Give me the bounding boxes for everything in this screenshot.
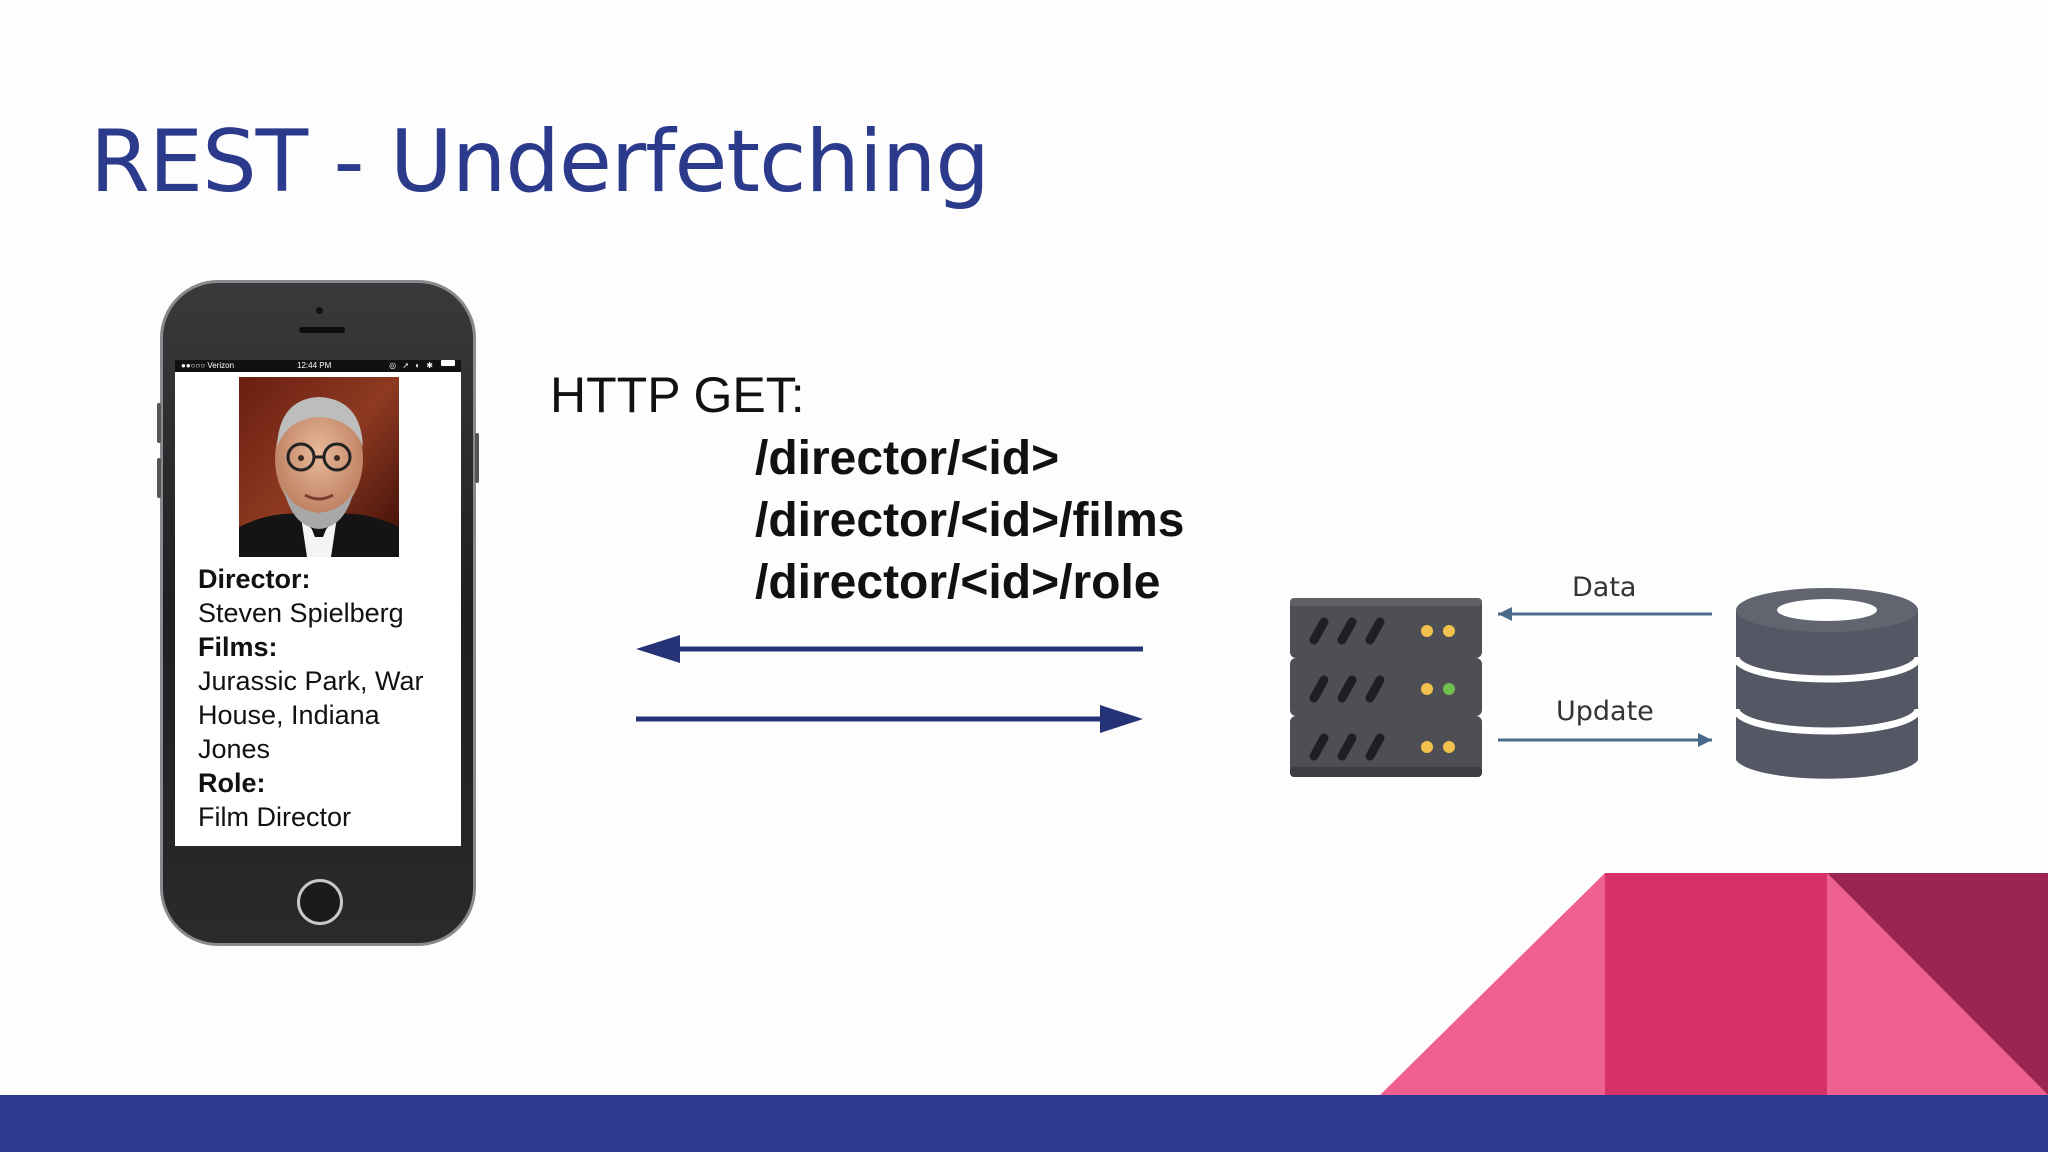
director-value: Steven Spielberg (198, 598, 404, 628)
server-database-diagram (1290, 588, 1922, 779)
role-value: Film Director (198, 802, 351, 832)
footer-bar (0, 1095, 2048, 1152)
director-profile: Director: Steven Spielberg Films: Jurass… (198, 562, 458, 834)
server-icon (1290, 598, 1482, 777)
update-label: Update (1556, 696, 1654, 727)
slide-title: REST - Underfetching (90, 112, 990, 212)
endpoint-director-role: /director/<id>/role (755, 556, 1161, 609)
corner-decoration (1380, 873, 2048, 1095)
request-arrow (636, 705, 1143, 733)
phone-volume-button (157, 403, 161, 443)
response-arrow (636, 635, 1143, 663)
request-response-arrows (636, 635, 1143, 733)
data-arrow (1498, 607, 1712, 621)
data-label: Data (1572, 572, 1637, 603)
phone-volume-button (157, 458, 161, 498)
update-arrow (1498, 733, 1712, 747)
phone-camera (316, 307, 323, 314)
films-label: Films: (198, 632, 278, 662)
phone-power-button (475, 433, 479, 483)
phone-speaker (299, 327, 345, 333)
phone-screen: ●●○○○ Verizon 12:44 PM ◎ ➚ ◐ ✱ (175, 360, 461, 846)
endpoint-director-films: /director/<id>/films (755, 494, 1185, 547)
home-button (297, 879, 343, 925)
director-label: Director: (198, 564, 311, 594)
status-carrier: ●●○○○ Verizon (181, 361, 235, 370)
director-photo (239, 377, 399, 557)
http-method-label: HTTP GET: (550, 367, 805, 423)
role-label: Role: (198, 768, 266, 798)
endpoint-list: /director/<id> /director/<id>/films /dir… (755, 428, 1184, 614)
phone-mockup: ●●○○○ Verizon 12:44 PM ◎ ➚ ◐ ✱ (157, 280, 479, 946)
status-bar: ●●○○○ Verizon 12:44 PM ◎ ➚ ◐ ✱ (175, 360, 461, 372)
endpoint-director: /director/<id> (755, 432, 1060, 485)
battery-icon (441, 360, 455, 366)
films-value: Jurassic Park, War House, Indiana Jones (198, 666, 424, 764)
database-icon (1732, 588, 1922, 779)
status-time: 12:44 PM (297, 361, 332, 370)
status-icons: ◎ ➚ ◐ ✱ (389, 361, 435, 370)
